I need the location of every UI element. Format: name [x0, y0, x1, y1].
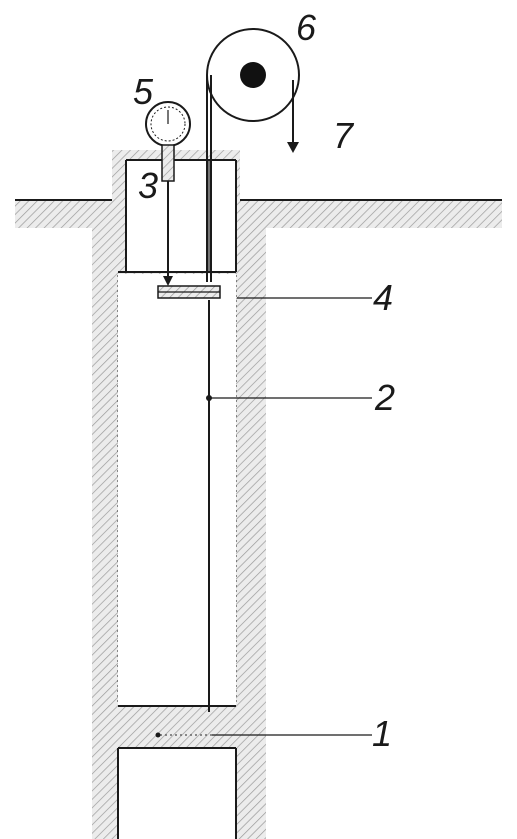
label-4: 4: [373, 277, 393, 318]
label-7: 7: [333, 115, 355, 156]
bottom-plug: [118, 705, 236, 749]
label-5: 5: [133, 71, 154, 112]
reference-plate: [157, 285, 221, 299]
label-3: 3: [138, 165, 158, 206]
casing-collar: [112, 150, 240, 274]
borehole-wall-right: [235, 228, 266, 839]
dial-gauge: [145, 101, 191, 182]
measuring-wire: [206, 75, 212, 712]
label-1: 1: [372, 713, 392, 754]
gauge-rod: [163, 181, 173, 286]
ground-surface: [15, 199, 502, 228]
label-2: 2: [374, 377, 395, 418]
borehole-wall-left: [92, 228, 119, 839]
tension-arrow: [287, 80, 299, 153]
pulley-reel: [206, 28, 300, 122]
leader-lines: [209, 297, 372, 736]
borehole-interior: [118, 274, 236, 705]
label-6: 6: [296, 7, 317, 48]
